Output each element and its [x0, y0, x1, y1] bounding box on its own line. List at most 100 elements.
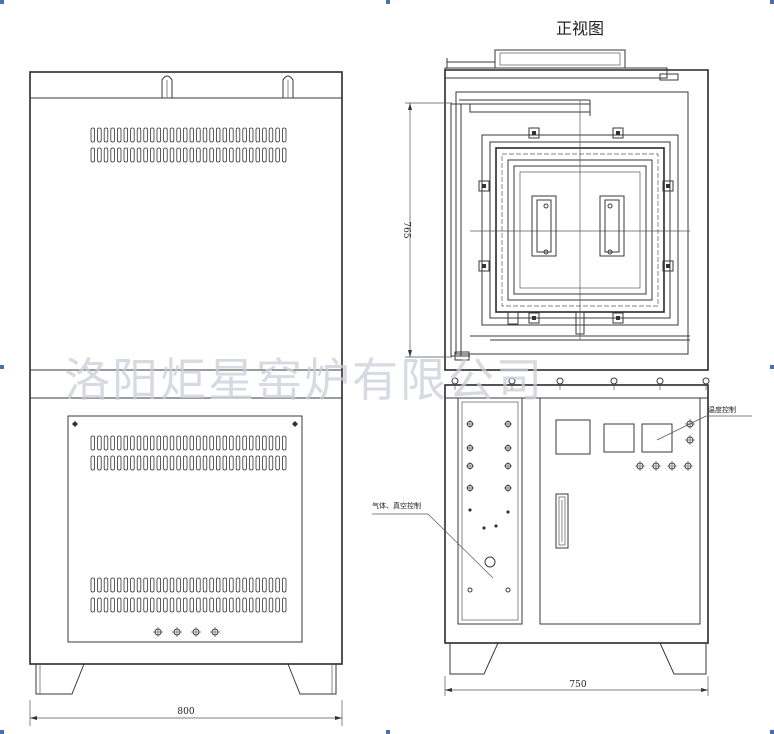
cabinet-bolt: [556, 377, 564, 385]
vent-slot: [189, 147, 194, 163]
vent-slot: [255, 435, 260, 451]
vent-slot: [275, 597, 280, 613]
vent-slot: [110, 577, 115, 593]
vent-slot: [229, 127, 234, 143]
door-clamp-bolt: [532, 316, 536, 320]
door-clamp-bolt: [616, 316, 620, 320]
lifting-hook-right: [282, 75, 294, 98]
vent-slot: [262, 455, 267, 471]
temperature-control-callout: 温度控制: [656, 405, 752, 441]
vent-slot: [97, 435, 102, 451]
vent-slot: [130, 455, 135, 471]
vent-slot: [222, 577, 227, 593]
vent-slot: [117, 577, 122, 593]
vent-slot: [235, 435, 241, 451]
vent-slot: [229, 597, 234, 613]
vent-slot: [262, 147, 267, 163]
vent-slot: [262, 435, 267, 451]
vent-slot: [103, 455, 109, 471]
vent-slot: [189, 455, 194, 471]
vent-slot: [189, 597, 194, 613]
vent-slot: [110, 455, 115, 471]
vent-slot: [117, 455, 122, 471]
vent-slot: [215, 597, 221, 613]
vent-slot: [281, 597, 287, 613]
vent-slot: [90, 455, 95, 471]
vent-slot: [215, 577, 221, 593]
vent-slot: [136, 147, 142, 163]
cabinet-top-bolts: [451, 377, 710, 390]
vent-slot: [275, 435, 280, 451]
vent-slot: [196, 435, 201, 451]
vent-slot: [103, 597, 109, 613]
vent-slot: [136, 435, 142, 451]
door-clamp: [612, 312, 624, 324]
vent-slot: [255, 597, 260, 613]
door-clamp-bolt: [532, 131, 536, 135]
vent-slot: [149, 597, 155, 613]
vent-slot: [268, 577, 274, 593]
vent-slot: [248, 577, 254, 593]
vent-slot: [103, 435, 109, 451]
vent-slot: [182, 147, 188, 163]
gas-control-symbols: [466, 420, 512, 530]
vent-slot: [235, 577, 241, 593]
vent-slot: [156, 435, 161, 451]
vent-slot: [103, 577, 109, 593]
vent-slot: [268, 127, 274, 143]
vent-slot: [222, 597, 227, 613]
vent-slot: [189, 577, 194, 593]
door-clamp-bolt: [616, 131, 620, 135]
vent-slot: [209, 455, 214, 471]
vent-slot: [156, 127, 161, 143]
cabinet-bolt: [610, 377, 618, 385]
vent-slot: [123, 597, 128, 613]
door-clamp: [528, 127, 540, 139]
cabinet-bolt: [702, 377, 710, 385]
vent-slot: [149, 147, 155, 163]
vent-slot: [130, 435, 135, 451]
right-front-view: 正视图: [372, 19, 752, 696]
view-title: 正视图: [556, 19, 604, 38]
vent-slot: [117, 127, 122, 143]
vent-slot: [248, 455, 254, 471]
door-clamp: [612, 127, 624, 139]
foot-right: [287, 663, 337, 695]
vent-slot: [242, 455, 247, 471]
vent-slot: [90, 147, 95, 163]
vent-slot: [90, 577, 95, 593]
vent-slot: [176, 435, 181, 451]
vent-slot: [169, 147, 175, 163]
door-clamp-bolt: [482, 184, 486, 188]
vent-slot: [117, 147, 122, 163]
height-label: 765: [401, 221, 411, 238]
vent-slot: [90, 435, 95, 451]
door-clamp: [478, 260, 490, 272]
fitting: [468, 508, 472, 512]
gas-vacuum-control-label: 气体、真空控制: [372, 501, 421, 510]
vent-slot: [189, 127, 194, 143]
vent-slot: [215, 455, 221, 471]
controller-knobs: [635, 419, 695, 471]
door-clamp: [662, 260, 674, 272]
vent-slot: [163, 127, 168, 143]
vent-slot: [143, 435, 148, 451]
vent-slot: [130, 577, 135, 593]
vent-slot: [275, 577, 280, 593]
vent-slot: [169, 455, 175, 471]
vent-slot: [149, 435, 155, 451]
vent-slot: [136, 597, 142, 613]
cabinet-bolt: [656, 377, 664, 385]
vent-slot: [169, 577, 175, 593]
vent-slot: [143, 577, 148, 593]
company-watermark: 洛阳炬星窑炉有限公司: [64, 353, 544, 407]
lifting-hook-left: [161, 75, 173, 98]
vent-slot: [281, 455, 287, 471]
display-1: [555, 419, 591, 455]
vent-slot: [176, 127, 181, 143]
vent-slot: [235, 597, 241, 613]
vent-slot: [110, 435, 115, 451]
door-clamp: [478, 180, 490, 192]
vent-slot: [156, 147, 161, 163]
